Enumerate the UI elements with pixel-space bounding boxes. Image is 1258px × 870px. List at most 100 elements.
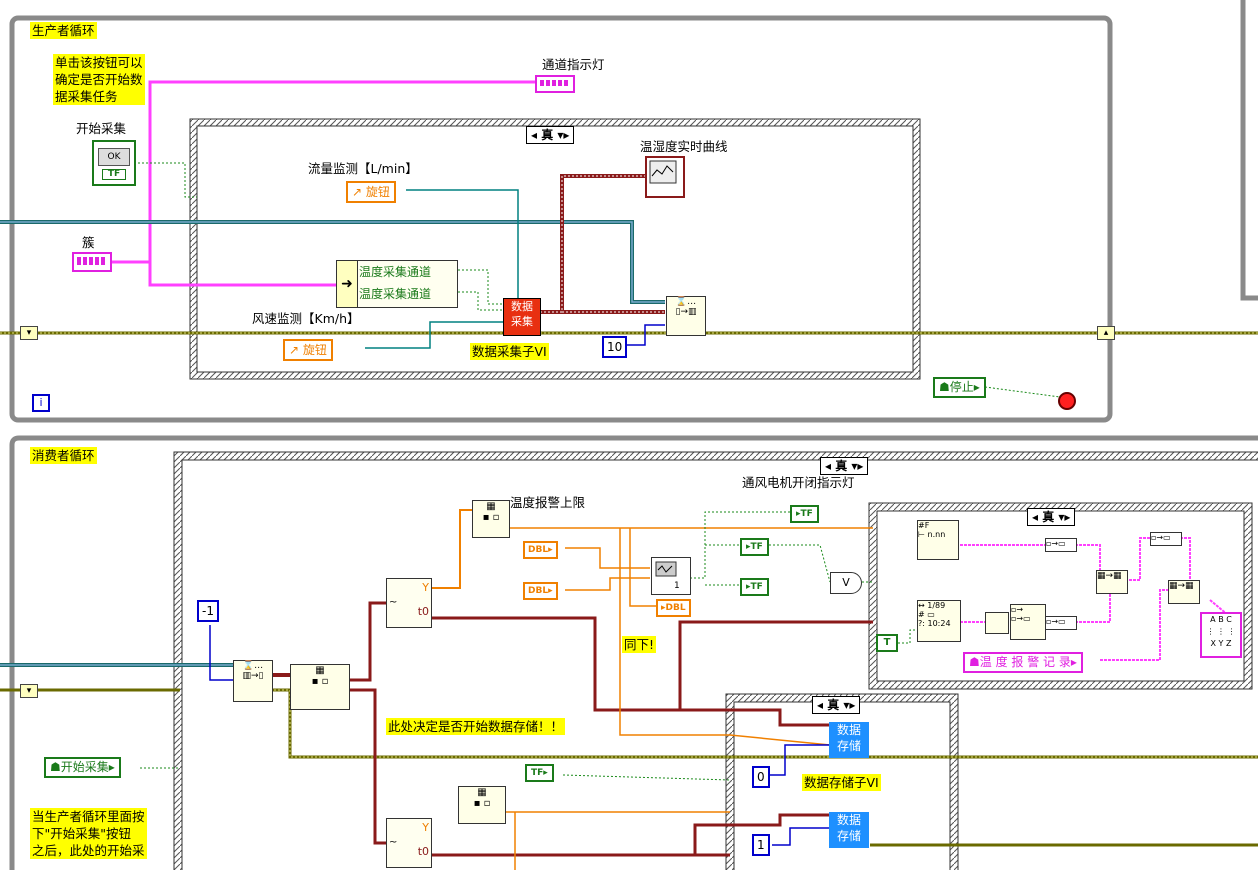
producer-loop-label: 生产者循环 — [30, 22, 97, 39]
producer-case-structure — [189, 118, 921, 380]
right-partial-frame — [1240, 0, 1258, 301]
cluster-icon — [540, 80, 570, 86]
start-button-label: 开始采集 — [76, 121, 127, 136]
store-note: 此处决定是否开始数据存储！！ — [386, 718, 566, 735]
acquire-subvi[interactable]: 数据 采集 — [503, 298, 541, 336]
consumer-start-terminal[interactable]: ☗开始采集▸ — [44, 757, 121, 778]
store-subvi-note: 数据存储子VI — [802, 774, 881, 791]
build-icon: ▫→▫→▭ — [1011, 605, 1031, 623]
chart-icon — [649, 160, 677, 184]
store-subvi-1[interactable]: 数据 存储 — [829, 722, 869, 758]
dbl-control-1[interactable]: DBL▸ — [523, 541, 558, 559]
queue-icon: ⌛…▯→▥ — [675, 297, 697, 317]
tf-indicator-3[interactable]: ▸TF — [740, 578, 769, 596]
consumer-case-structure — [174, 452, 1258, 870]
format-icon: #F⊢ n.nn — [918, 521, 946, 539]
format-node[interactable]: #F⊢ n.nn — [917, 520, 959, 560]
build-array-3[interactable]: ▦→▦ — [1168, 580, 1200, 604]
alarm-record-indicator[interactable]: ☗温 度 报 警 记 录▸ — [963, 652, 1083, 673]
range-compare-node[interactable]: 1 — [651, 557, 691, 595]
compare-icon: 1 — [655, 561, 680, 591]
array-icon: ▦▪ ▫ — [482, 501, 500, 523]
const-10[interactable]: 10 — [602, 336, 628, 358]
const-neg1[interactable]: -1 — [197, 600, 219, 622]
channel-light-label: 通道指示灯 — [542, 57, 605, 72]
chan2-label: 温度采集通道 — [359, 287, 432, 301]
store-subvi-2[interactable]: 数据 存储 — [829, 812, 869, 848]
unbundle-node[interactable]: ➜ 温度采集通道 温度采集通道 — [336, 260, 458, 308]
waveform-get-2[interactable]: ~ Y t0 — [386, 818, 432, 868]
string-table-indicator[interactable]: A B C⋮ ⋮ ⋮X Y Z — [1200, 612, 1242, 658]
queue-icon: ⌛…▥→▯ — [242, 661, 264, 681]
same-below-note: 同下! — [622, 636, 657, 653]
array-icon: ▦▪ ▫ — [311, 665, 329, 687]
tf-control-4[interactable]: TF▸ — [525, 764, 554, 782]
to-string-node-2[interactable]: ▫→▭ — [1045, 616, 1077, 630]
build-array-node[interactable]: ▫→▫→▭ — [1010, 604, 1046, 640]
index-array-node-2[interactable]: ▦▪ ▫ — [472, 500, 510, 538]
producer-case-selector[interactable]: ◂ 真 ▾▸ — [526, 126, 575, 144]
arrow-icon: ➜ — [337, 261, 358, 307]
shift-register-consumer: ▾ — [20, 684, 38, 698]
case-value: 真 — [541, 128, 554, 142]
consumer-while-loop — [9, 435, 1258, 870]
iteration-terminal: i — [32, 394, 50, 412]
storage-case-selector[interactable]: ◂ 真 ▾▸ — [812, 696, 861, 714]
knob-icon: ↗ — [289, 343, 303, 357]
home-icon: ☗ — [939, 380, 950, 394]
true-constant[interactable]: T — [876, 634, 898, 652]
alarm-case-structure — [869, 503, 1252, 689]
flow-label: 流量监测【L/min】 — [308, 161, 418, 176]
cluster-label: 簇 — [82, 235, 95, 250]
time-icon: ↔ 1/89# ▭?: 10:24 — [918, 601, 951, 628]
svg-text:1: 1 — [674, 581, 680, 591]
alarm-case-selector[interactable]: ◂ 真 ▾▸ — [1027, 508, 1076, 526]
to-string-node-3[interactable]: ▫→▭ — [1150, 532, 1182, 546]
ok-icon: OK — [98, 148, 130, 166]
wind-knob[interactable]: ↗ 旋钮 — [283, 339, 333, 361]
to-string-node[interactable]: ▫→▭ — [1045, 538, 1077, 552]
fan-light-label: 通风电机开闭指示灯 — [742, 475, 855, 490]
dbl-indicator[interactable]: ▸DBL — [656, 599, 691, 617]
dbl-control-2[interactable]: DBL▸ — [523, 582, 558, 600]
channel-light-indicator[interactable] — [535, 75, 575, 93]
array-icon: ▦▪ ▫ — [473, 787, 491, 809]
waveform-chart-terminal[interactable] — [645, 156, 685, 198]
acq-subvi-note: 数据采集子VI — [470, 343, 549, 360]
build-array-2[interactable]: ▦→▦ — [1096, 570, 1128, 594]
flow-knob[interactable]: ↗ 旋钮 — [346, 181, 396, 203]
index-array-node-3[interactable]: ▦▪ ▫ — [458, 786, 506, 824]
or-gate-icon[interactable]: V — [830, 572, 862, 594]
fan-tf-indicator[interactable]: ▸TF — [790, 505, 819, 523]
temp-alarm-label: 温度报警上限 — [510, 495, 586, 510]
producer-while-loop — [9, 15, 1113, 423]
tf-indicator-2[interactable]: ▸TF — [740, 538, 769, 556]
waveform-get-1[interactable]: ~ Y t0 — [386, 578, 432, 628]
wave-icon: ~ — [389, 597, 398, 608]
shift-register-left: ▾ — [20, 326, 38, 340]
stop-terminal[interactable]: ☗停止▸ — [933, 377, 986, 398]
home-icon: ☗ — [969, 655, 980, 669]
stop-condition-icon — [1058, 392, 1076, 410]
cluster-terminal[interactable] — [72, 252, 112, 272]
shift-register-right: ▴ — [1097, 326, 1115, 340]
chart-label: 温湿度实时曲线 — [640, 139, 728, 154]
wave-icon: ~ — [389, 837, 398, 848]
consumer-bottom-note: 当生产者循环里面按 下"开始采集"按钮 之后，此处的开始采 — [30, 808, 147, 859]
time-format-node[interactable]: ↔ 1/89# ▭?: 10:24 — [917, 600, 961, 642]
const-1[interactable]: 1 — [752, 834, 770, 856]
string-node[interactable] — [985, 612, 1009, 634]
index-array-node[interactable]: ▦▪ ▫ — [290, 664, 350, 710]
enqueue-node[interactable]: ⌛…▯→▥ — [666, 296, 706, 336]
chan1-label: 温度采集通道 — [359, 265, 432, 279]
knob-icon: ↗ — [352, 185, 366, 199]
wind-label: 风速监测【Km/h】 — [252, 311, 360, 326]
cluster-icon — [77, 257, 107, 265]
consumer-case-selector[interactable]: ◂ 真 ▾▸ — [820, 457, 869, 475]
tf-badge: TF — [102, 169, 126, 180]
dequeue-node[interactable]: ⌛…▥→▯ — [233, 660, 273, 702]
start-button-terminal[interactable]: OK TF — [92, 140, 136, 186]
const-0[interactable]: 0 — [752, 766, 770, 788]
home-icon: ☗ — [50, 760, 61, 774]
